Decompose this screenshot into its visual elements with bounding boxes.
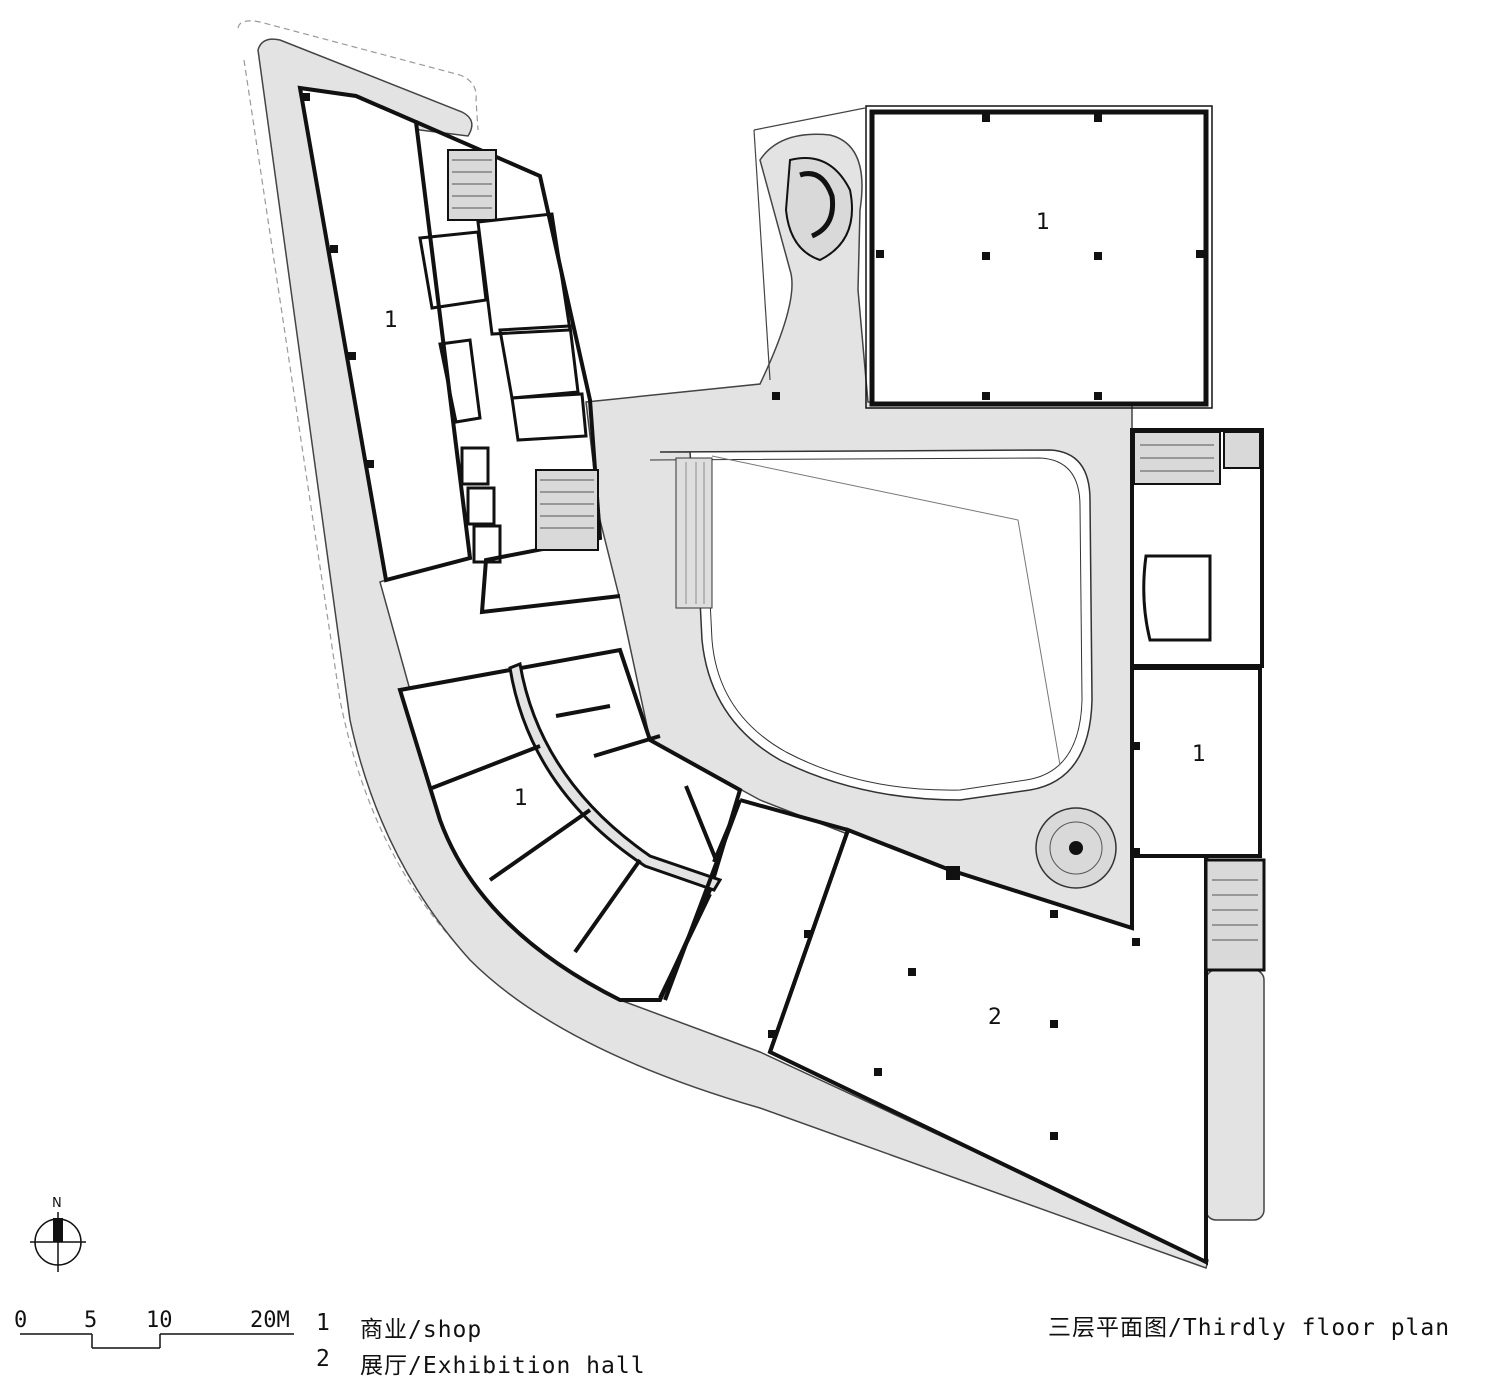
west-core-rooms [418,212,588,564]
stair-west-treads [452,159,594,529]
corridor-east [1205,969,1265,1221]
room-shop-east-outline [1130,666,1262,858]
room-shop-north-frame [865,105,1213,409]
scale-tick-20m: 20M [250,1308,290,1333]
stair-west-2 [535,469,599,551]
legend-number-1: 1 [316,1310,331,1336]
legend-number-2: 2 [316,1346,331,1372]
room-shop-west-outline [297,85,473,583]
site-boundary [237,20,479,131]
north-arrow-symbol [30,1212,86,1272]
room-label-shop-north: 1 [1036,210,1050,235]
room-exhibition-outline [767,827,1208,1266]
escalator [675,457,713,609]
spiral-stair-north [784,157,853,262]
arc-corridor [508,661,723,892]
room-label-shop-west: 1 [384,308,398,333]
stair-east-south [1204,858,1266,972]
legend-text-2: 展厅/Exhibition hall [360,1353,646,1379]
north-arrow-label: N [52,1196,62,1211]
room-label-shop-east: 1 [1192,742,1206,767]
ramp-north [753,129,771,381]
legend-text-1: 商业/shop [360,1317,483,1343]
structural-columns [302,93,1204,1140]
plan-title: 三层平面图/Thirdly floor plan [1048,1315,1451,1341]
lift-east [1223,431,1261,469]
service-core-west [415,120,621,615]
scale-tick-5: 5 [84,1308,98,1333]
atrium-void-inner-line [711,455,1061,766]
restrooms [1142,554,1212,642]
south-shop-partitions [431,704,742,999]
room-label-exhibition: 2 [988,1005,1002,1030]
room-label-shop-south: 1 [514,786,528,811]
atrium-void [659,449,1093,801]
scale-tick-0: 0 [14,1308,28,1333]
scale-tick-10: 10 [146,1308,173,1333]
scale-bar [20,1333,294,1349]
room-shop-north-outline [869,109,1209,407]
